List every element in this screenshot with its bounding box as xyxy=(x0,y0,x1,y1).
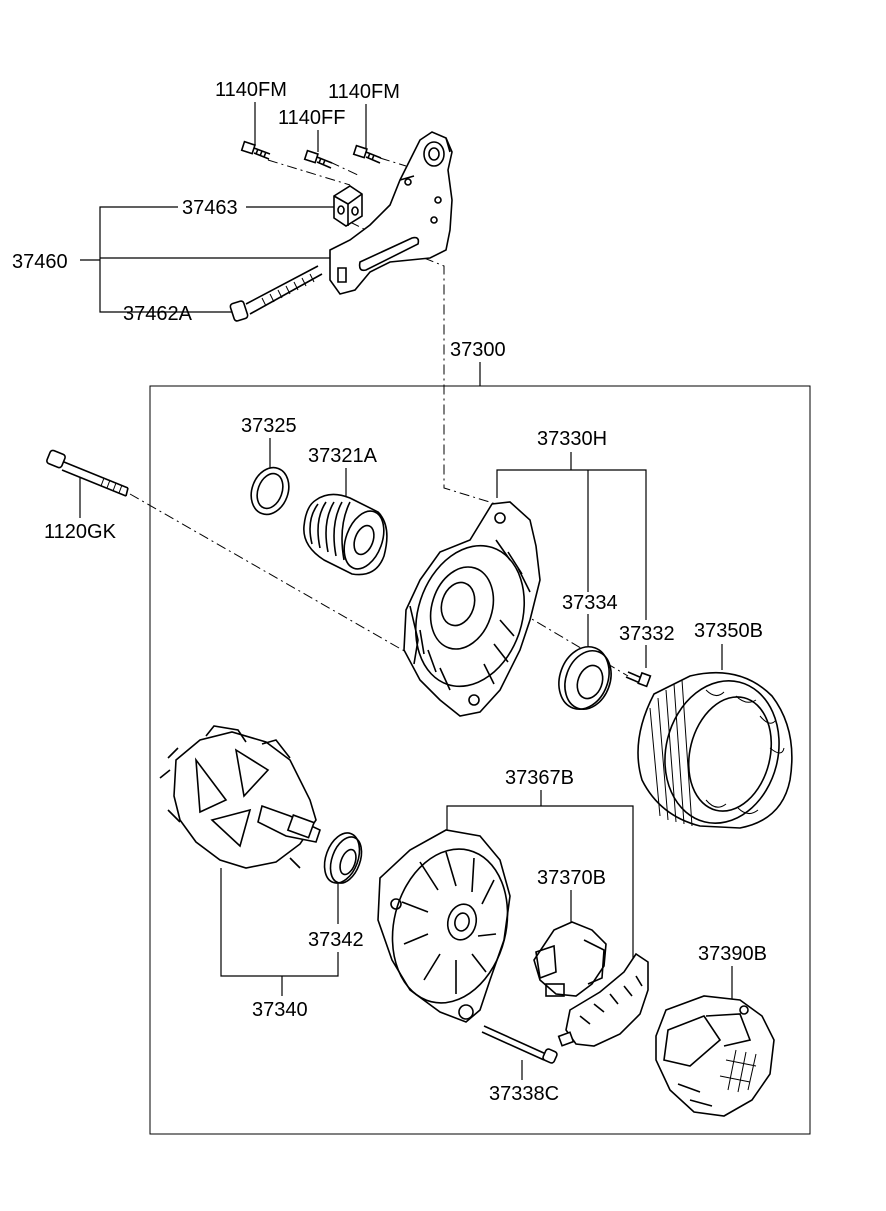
leader-lines xyxy=(79,102,733,1080)
stator-37350b xyxy=(637,671,793,829)
bearing-37342 xyxy=(323,832,363,884)
bolt-1140fm-left xyxy=(240,140,271,160)
regulator-37370b xyxy=(533,921,649,1047)
label-37321a: 37321A xyxy=(308,445,378,467)
bolt-1140fm-right xyxy=(352,144,382,164)
bolt-1140ff xyxy=(303,149,333,169)
label-37460: 37460 xyxy=(12,251,68,273)
label-1120gk: 1120GK xyxy=(44,521,117,543)
label-37342: 37342 xyxy=(308,929,364,951)
label-1140ff: 1140FF xyxy=(278,107,345,129)
bolt-1120gk xyxy=(46,449,129,497)
rotor-37340 xyxy=(159,725,321,869)
bolt-37338c xyxy=(481,1025,558,1064)
label-37462a: 37462A xyxy=(123,303,193,325)
bolt-37462a xyxy=(229,265,323,322)
screw-37332 xyxy=(625,671,652,688)
label-1140fm-left: 1140FM xyxy=(215,79,287,101)
label-37332: 37332 xyxy=(619,623,675,645)
label-37370b: 37370B xyxy=(537,867,606,889)
washer-37325 xyxy=(250,466,290,516)
bearing-37334 xyxy=(558,646,612,710)
label-37340: 37340 xyxy=(252,999,308,1021)
label-37325: 37325 xyxy=(241,415,297,437)
front-housing-37330h xyxy=(403,501,541,717)
label-37350b: 37350B xyxy=(694,620,763,642)
label-37390b: 37390B xyxy=(698,943,767,965)
label-37367b: 37367B xyxy=(505,767,574,789)
label-37338c: 37338C xyxy=(489,1083,559,1105)
rear-cover-37390b xyxy=(655,995,775,1117)
alignment-lines xyxy=(129,157,629,677)
bracket-37460 xyxy=(329,131,453,295)
block-37463 xyxy=(333,185,363,227)
label-37463: 37463 xyxy=(182,197,238,219)
label-37330h: 37330H xyxy=(537,428,607,450)
pulley-37321a xyxy=(303,493,388,576)
label-37334: 37334 xyxy=(562,592,618,614)
label-37300: 37300 xyxy=(450,339,506,361)
assembly-box xyxy=(149,385,811,1135)
rear-housing-37367b xyxy=(377,829,511,1023)
label-1140fm-right: 1140FM xyxy=(328,81,400,103)
